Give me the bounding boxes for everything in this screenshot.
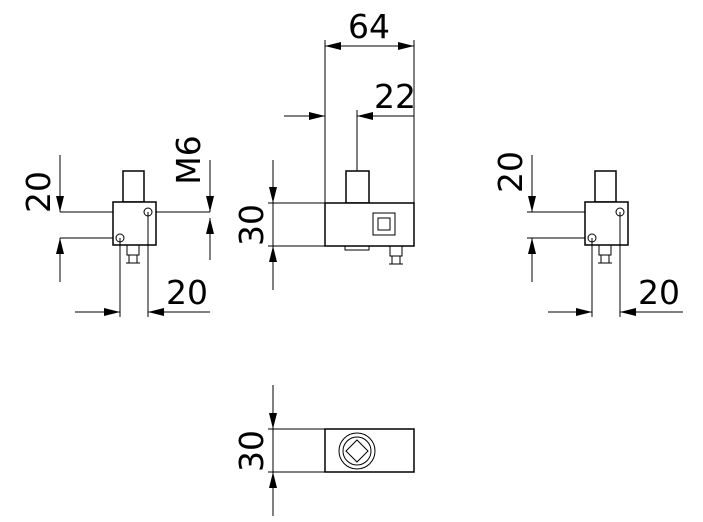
top-height-label: 30 <box>232 430 271 472</box>
front-height-label: 30 <box>232 204 271 246</box>
top-view: 30 <box>232 385 415 516</box>
left-connector <box>126 244 140 256</box>
right-side-view: 20 20 <box>491 151 683 317</box>
right-shaft <box>594 170 617 203</box>
right-height-label: 20 <box>491 151 530 193</box>
right-connector <box>598 244 612 256</box>
top-square-socket <box>345 439 369 463</box>
left-height-label: 20 <box>19 171 58 213</box>
front-square-socket <box>372 212 396 236</box>
right-width-label: 20 <box>638 273 680 312</box>
left-side-view: 20 M6 20 <box>19 135 214 317</box>
left-width-label: 20 <box>166 273 208 312</box>
right-body <box>584 201 629 246</box>
front-bottom-plate <box>344 245 370 251</box>
front-connector <box>389 245 403 257</box>
front-shaft <box>345 170 370 204</box>
left-shaft <box>122 170 145 203</box>
left-body <box>112 201 157 246</box>
front-offset-label: 22 <box>374 77 416 116</box>
front-view: 64 22 30 <box>232 7 416 290</box>
front-body <box>324 202 415 247</box>
top-body <box>324 428 415 473</box>
left-thread-label: M6 <box>169 135 208 184</box>
top-outer-ring <box>338 432 376 470</box>
front-width-label: 64 <box>348 7 390 46</box>
